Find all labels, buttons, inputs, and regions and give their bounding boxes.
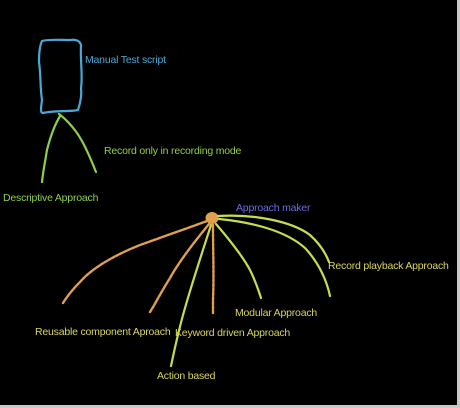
approach-maker-node bbox=[205, 212, 219, 224]
action-based-label: Action based bbox=[157, 370, 216, 382]
modular-approach-label: Modular Approach bbox=[235, 307, 318, 319]
approach-maker-label: Approach maker bbox=[236, 202, 311, 214]
record-only-label: Record only in recording mode bbox=[104, 145, 242, 157]
action-based-branch bbox=[169, 223, 213, 368]
reusable-component-branch bbox=[61, 219, 209, 305]
descriptive-approach-label: Descriptive Approach bbox=[3, 192, 99, 204]
keyword-driven-label: Keyword driven Approach bbox=[175, 327, 291, 339]
record-playback-branch-a bbox=[217, 217, 332, 298]
record-playback-label: Record playback Approach bbox=[328, 260, 449, 272]
keyword-driven-branch-a bbox=[148, 222, 211, 314]
record-playback-branch-b bbox=[216, 214, 331, 264]
modular-branch bbox=[214, 222, 263, 300]
manual-test-script-label: Manual Test script bbox=[85, 54, 166, 66]
descriptive-branch bbox=[40, 114, 62, 184]
reusable-component-label: Reusable component Aproach bbox=[35, 326, 171, 338]
record-only-branch bbox=[57, 112, 98, 174]
manual-test-script-box bbox=[37, 38, 83, 115]
